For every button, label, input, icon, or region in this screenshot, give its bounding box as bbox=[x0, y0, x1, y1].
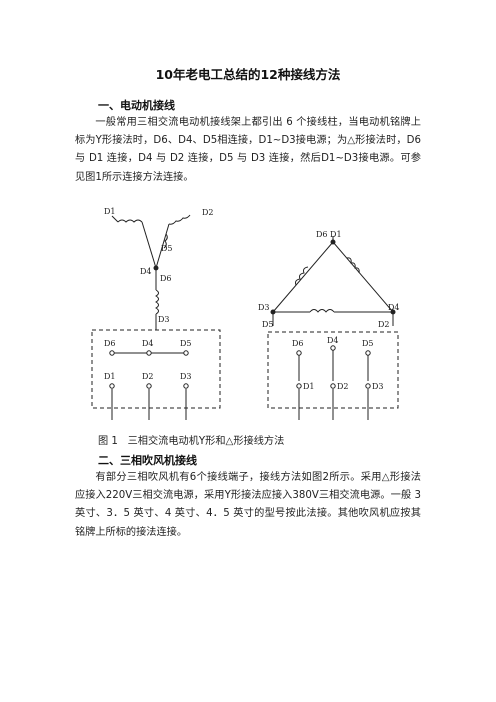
delta-label-d5: D5 bbox=[262, 320, 274, 329]
star-coil-d2 bbox=[168, 214, 191, 225]
delta-label-d2: D2 bbox=[378, 320, 390, 329]
delta-right-side bbox=[332, 241, 394, 313]
star-center-node bbox=[153, 265, 159, 271]
star-label-d1: D1 bbox=[104, 207, 116, 216]
section2-body: 有部分三相吹风机有6个接线端子，接线方法如图2所示。采用△形接法应接入220V三… bbox=[75, 472, 421, 538]
star-label-d2: D2 bbox=[202, 208, 214, 217]
star-label-d4: D4 bbox=[140, 267, 152, 276]
star-bottom-d2: D2 bbox=[142, 372, 154, 381]
delta-bottom-d1: D1 bbox=[303, 382, 315, 391]
star-terminal-box bbox=[91, 329, 221, 409]
delta-label-d3: D3 bbox=[258, 303, 270, 312]
delta-label-d4: D4 bbox=[388, 303, 400, 312]
delta-coil-bottom bbox=[309, 309, 335, 313]
star-top-d4: D4 bbox=[142, 339, 154, 348]
star-coil-d5 bbox=[163, 233, 168, 249]
star-top-d5: D5 bbox=[180, 339, 192, 348]
delta-label-top: D6 D1 bbox=[316, 230, 342, 239]
section2-heading: 二、三相吹风机接线 bbox=[98, 454, 197, 467]
star-label-d6: D6 bbox=[160, 274, 172, 283]
figure-1-caption: 图 1 三相交流电动机Y形和△形接线方法 bbox=[98, 436, 285, 447]
star-bottom-d3: D3 bbox=[180, 372, 192, 381]
delta-bottom-d2: D2 bbox=[337, 382, 349, 391]
star-bottom-d1: D1 bbox=[104, 372, 116, 381]
star-coil-d3 bbox=[155, 289, 159, 315]
delta-terminal-box bbox=[267, 331, 399, 409]
delta-coil-left bbox=[295, 266, 309, 286]
star-coil-d1 bbox=[117, 219, 143, 223]
star-label-d3: D3 bbox=[158, 315, 170, 324]
delta-top-d5: D5 bbox=[362, 339, 374, 348]
star-wire-d1 bbox=[141, 221, 157, 269]
page-title: 10年老电工总结的12种接线方法 bbox=[155, 67, 341, 82]
delta-left-side bbox=[272, 241, 334, 313]
delta-bottom-d3: D3 bbox=[372, 382, 384, 391]
delta-top-d4: D4 bbox=[327, 336, 339, 345]
star-top-d6: D6 bbox=[104, 339, 116, 348]
delta-coil-right bbox=[346, 257, 360, 274]
section1-heading: 一、电动机接线 bbox=[98, 99, 175, 112]
star-label-d5: D5 bbox=[161, 244, 173, 253]
section1-body: 一般常用三相交流电动机接线架上都引出 6 个接线柱，当电动机铭牌上标为Y形接法时… bbox=[75, 117, 421, 183]
star-wire-d2 bbox=[155, 223, 170, 269]
delta-top-d6: D6 bbox=[292, 339, 304, 348]
